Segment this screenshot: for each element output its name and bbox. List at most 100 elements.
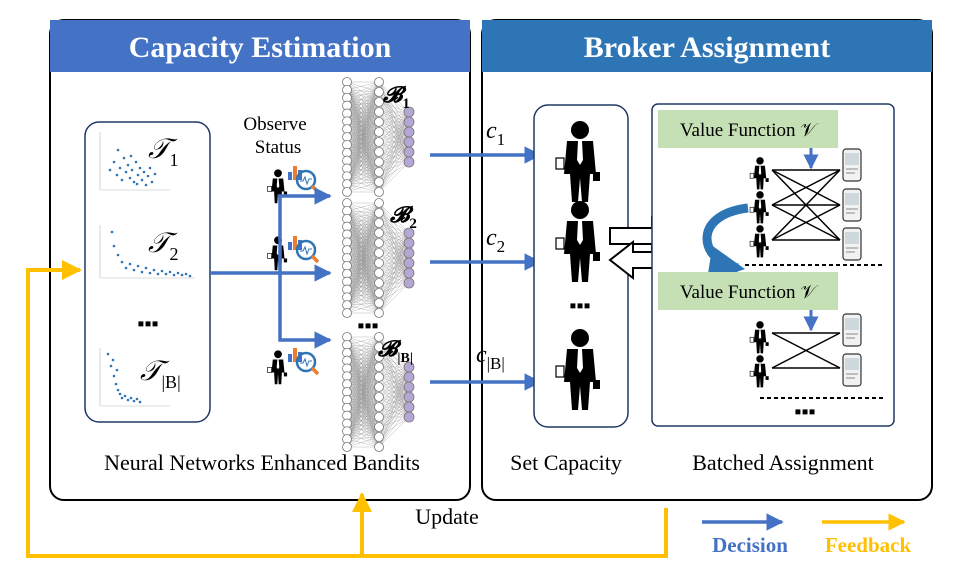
- network-edge: [346, 97, 380, 113]
- network-edge: [346, 336, 380, 377]
- network-edge: [346, 336, 380, 361]
- network-edge: [346, 356, 380, 377]
- network-edge: [346, 336, 380, 448]
- network-edge: [346, 232, 380, 235]
- network-edge: [346, 426, 380, 448]
- network-edge: [346, 91, 380, 153]
- network-edge: [346, 202, 380, 266]
- network-edge: [346, 212, 380, 282]
- left-caption: Neural Networks Enhanced Bandits: [104, 450, 420, 475]
- network-edge: [346, 81, 380, 130]
- capacity-label-1: c1: [486, 118, 505, 149]
- output-node: [403, 381, 415, 393]
- network-node: [374, 97, 384, 107]
- network-edge: [346, 81, 380, 145]
- network-edge: [346, 262, 380, 314]
- scatter-plot-3: [99, 348, 170, 407]
- network-edge: [346, 81, 380, 153]
- capacity-label-b: c|B|: [476, 342, 505, 373]
- capacity-label-2: c2: [486, 225, 505, 256]
- network-edge: [346, 366, 380, 369]
- network-node: [374, 127, 384, 137]
- network-edge: [346, 222, 380, 235]
- legend-decision-label: Decision: [712, 533, 788, 557]
- network-edge: [346, 91, 380, 169]
- network-edge: [378, 161, 410, 193]
- network-edge: [346, 282, 380, 314]
- network-edge: [346, 161, 380, 193]
- network-edge: [378, 111, 410, 133]
- network-edge: [346, 212, 380, 235]
- feedback-loop: [26, 260, 668, 558]
- network-edge: [378, 416, 410, 448]
- network-edge: [346, 212, 380, 314]
- network-edge: [346, 81, 380, 138]
- network-node: [374, 352, 384, 362]
- network-edge: [346, 336, 380, 432]
- network-edge: [378, 366, 410, 388]
- network-edge: [378, 336, 410, 368]
- network-edge: [378, 91, 410, 113]
- network-node: [374, 167, 384, 177]
- network-edge: [346, 232, 380, 274]
- network-node: [374, 442, 384, 452]
- network-edge: [346, 376, 380, 448]
- network-edge: [346, 202, 380, 227]
- network-edge: [346, 356, 380, 424]
- legend-feedback-label: Feedback: [825, 533, 912, 557]
- network-edge: [346, 202, 380, 214]
- network-edge: [346, 101, 380, 114]
- network-edge: [378, 366, 410, 408]
- network-node: [374, 177, 384, 187]
- network-edge: [346, 202, 380, 290]
- network-edge: [346, 202, 380, 306]
- network-edge: [346, 346, 380, 440]
- output-node: [403, 391, 415, 403]
- network-edge: [378, 212, 410, 234]
- network-edge: [346, 366, 380, 432]
- network-node: [374, 372, 384, 382]
- network-edge: [346, 81, 380, 114]
- network-edge: [346, 91, 380, 106]
- network-edge: [346, 356, 380, 448]
- network-edge: [346, 212, 380, 227]
- network-edge: [346, 386, 380, 448]
- network-node: [374, 402, 384, 412]
- phone-icon: [842, 227, 862, 261]
- output-node: [403, 267, 415, 279]
- network-edge: [378, 81, 410, 113]
- network-edge: [346, 91, 380, 185]
- network-edge: [346, 202, 380, 243]
- network-edge: [346, 111, 380, 161]
- network-edge: [346, 302, 380, 314]
- network-edge: [346, 406, 380, 448]
- network-edge: [378, 232, 410, 264]
- update-label: Update: [415, 504, 479, 529]
- output-node: [403, 237, 415, 249]
- network-edge: [346, 222, 380, 290]
- scatter-plot-1: [99, 132, 170, 191]
- set-capacity-caption: Set Capacity: [510, 450, 622, 475]
- network-node: [374, 278, 384, 288]
- network-edge: [346, 356, 380, 416]
- ellipsis-data: ▪▪▪: [137, 313, 158, 335]
- network-edge: [346, 226, 380, 234]
- network-edge: [346, 101, 380, 122]
- network-edge: [346, 336, 380, 346]
- network-edge: [346, 212, 380, 219]
- network-edge: [346, 242, 380, 314]
- network-edge: [346, 336, 380, 393]
- bipartite-graph-2: [771, 332, 841, 369]
- network-edge: [346, 222, 380, 274]
- network-edge: [346, 222, 380, 227]
- network-edge: [346, 111, 380, 193]
- network-edge: [346, 336, 380, 385]
- value-function-label-1: Value Function 𝒱: [680, 120, 819, 141]
- network-node: [374, 107, 384, 117]
- network-edge: [346, 101, 380, 177]
- network-edge: [346, 202, 380, 259]
- network-edge: [378, 202, 410, 234]
- network-edge: [346, 232, 380, 314]
- network-node: [374, 308, 384, 318]
- network-edge: [346, 346, 380, 432]
